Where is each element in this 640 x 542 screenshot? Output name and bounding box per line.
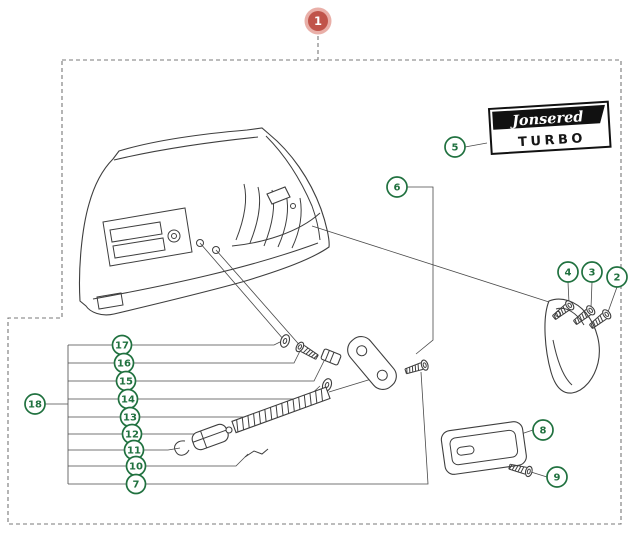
callout-8-label: 8: [540, 426, 547, 437]
callout-1-label: 1: [314, 14, 322, 28]
assembly-boundary: [7, 36, 622, 525]
callout-4[interactable]: 4: [557, 261, 579, 283]
throttle-trigger-part: [191, 423, 229, 451]
callout-3[interactable]: 3: [581, 261, 603, 283]
callout-14-label: 14: [121, 395, 135, 406]
logo-brand-text: Jonsered: [509, 108, 584, 130]
spacer-barrel-part-15: [320, 348, 342, 366]
top-cover-part: [78, 127, 330, 316]
callout-9-label: 9: [554, 473, 561, 484]
logo-banner: [492, 104, 605, 130]
retainer-clip-part-11: [174, 440, 190, 456]
logo-model-text: TURBO: [518, 131, 587, 150]
screw-part-16: [293, 340, 321, 363]
callout-16-label: 16: [117, 359, 131, 370]
callout-2-label: 2: [614, 273, 621, 284]
callout-18[interactable]: 18: [24, 393, 46, 415]
callout-6[interactable]: 6: [386, 176, 408, 198]
logo-decal: Jonsered TURBO: [487, 100, 612, 155]
callout-5[interactable]: 5: [444, 136, 466, 158]
callout-15[interactable]: 15: [115, 370, 137, 392]
bottom-cover-part: [440, 421, 527, 475]
callout-15-label: 15: [119, 377, 133, 388]
callout-8[interactable]: 8: [532, 419, 554, 441]
callout-10[interactable]: 10: [125, 455, 147, 477]
callout-14[interactable]: 14: [117, 388, 139, 410]
callout-18-label: 18: [28, 400, 42, 411]
callout-4-label: 4: [565, 268, 572, 279]
throttle-spring-part: [231, 386, 331, 434]
callout-9[interactable]: 9: [546, 466, 568, 488]
screw-part-7: [403, 358, 430, 377]
callout-13-label: 13: [123, 413, 137, 424]
callout-7[interactable]: 7: [125, 473, 147, 495]
callout-12-label: 12: [125, 430, 139, 441]
callout-11-label: 11: [127, 446, 141, 457]
trigger-pivot: [225, 426, 233, 434]
callout-5-label: 5: [452, 143, 459, 154]
callout-1[interactable]: 1: [304, 7, 332, 35]
throttle-rod-part-10: [244, 448, 269, 458]
callout-10-label: 10: [129, 462, 143, 473]
callout-17[interactable]: 17: [111, 334, 133, 356]
callout-2[interactable]: 2: [606, 266, 628, 288]
cover-latch: [266, 186, 291, 205]
callout-6-label: 6: [394, 183, 401, 194]
callout-16[interactable]: 16: [113, 352, 135, 374]
callout-7-label: 7: [133, 480, 140, 491]
callout-17-label: 17: [115, 341, 129, 352]
callout-3-label: 3: [589, 268, 596, 279]
callout-13[interactable]: 13: [119, 406, 141, 428]
lever-plate-part: [347, 336, 397, 390]
